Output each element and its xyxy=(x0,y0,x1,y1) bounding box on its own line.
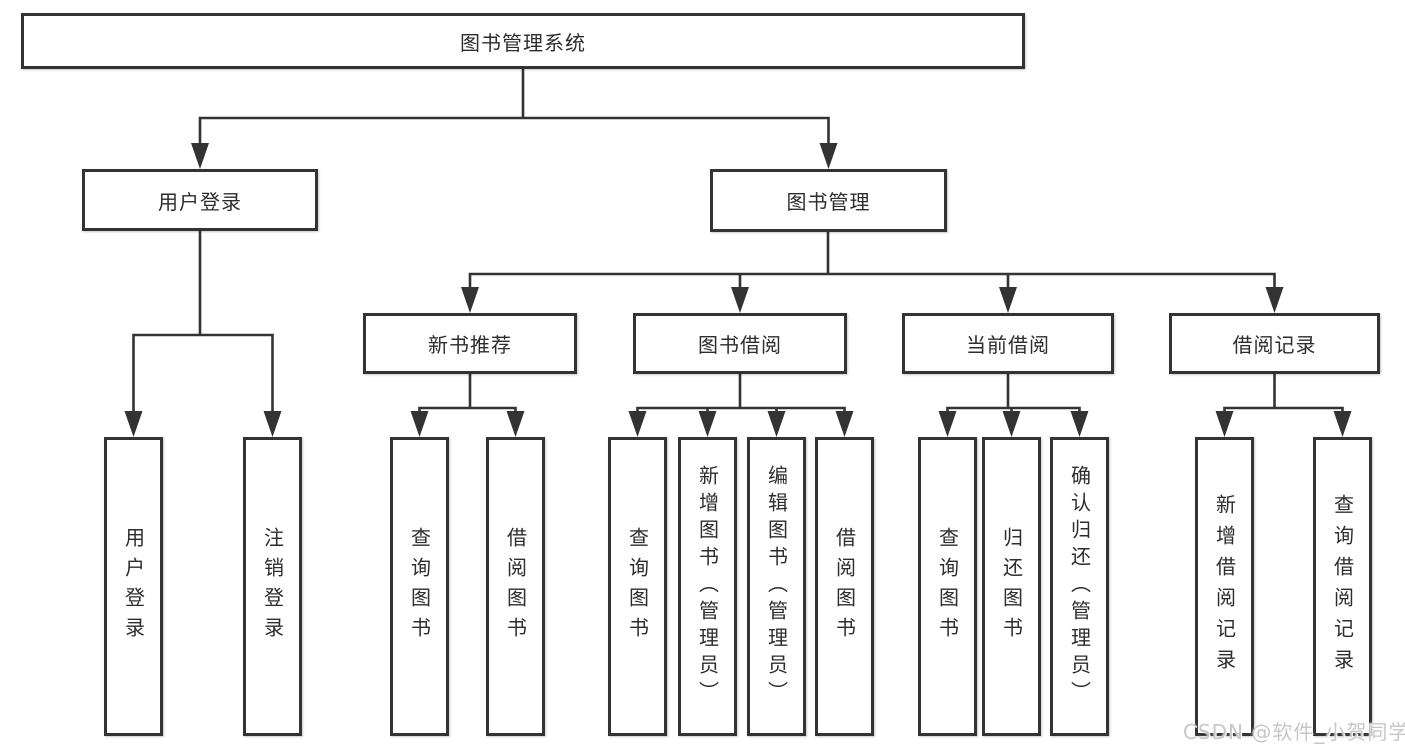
edge-currentborrow-children xyxy=(946,374,1081,413)
node-label: 借阅记录 xyxy=(1232,333,1317,357)
leaf-confirm-return-admin: 确认归还（管理员） xyxy=(1050,437,1109,736)
leaf-user-login: 用户登录 xyxy=(104,437,163,736)
edge-newbook-children xyxy=(418,374,517,413)
node-label: 归还图书 xyxy=(999,526,1024,647)
node-label: 注销登录 xyxy=(260,526,285,647)
leaf-borrow-books: 借阅图书 xyxy=(815,437,874,736)
edge-bookmgmt-children xyxy=(468,232,1276,289)
node-current-borrowing: 当前借阅 xyxy=(902,313,1114,374)
node-label: 编辑图书（管理员） xyxy=(764,465,789,708)
leaf-borrow-books-recommend: 借阅图书 xyxy=(486,437,545,736)
node-label: 图书借阅 xyxy=(698,333,782,357)
node-book-management: 图书管理 xyxy=(710,169,947,232)
edge-bookborrow-children xyxy=(636,374,846,413)
leaf-query-books-current: 查询图书 xyxy=(918,437,977,736)
node-label: 查询图书 xyxy=(935,526,960,647)
node-label: 图书管理系统 xyxy=(460,30,586,55)
node-label: 借阅图书 xyxy=(503,526,528,647)
node-borrowing-records: 借阅记录 xyxy=(1169,313,1380,374)
edge-userlogin-children xyxy=(132,231,274,413)
node-new-book-recommend: 新书推荐 xyxy=(363,313,577,374)
node-library-management-system: 图书管理系统 xyxy=(21,13,1025,69)
node-user-login: 用户登录 xyxy=(82,169,318,231)
node-label: 当前借阅 xyxy=(966,333,1050,357)
leaf-query-borrow-record: 查询借阅记录 xyxy=(1313,437,1372,736)
leaf-logout: 注销登录 xyxy=(243,437,302,736)
leaf-edit-books-admin: 编辑图书（管理员） xyxy=(747,437,806,736)
node-label: 用户登录 xyxy=(158,189,242,214)
node-label: 图书管理 xyxy=(786,190,871,214)
node-label: 确认归还（管理员） xyxy=(1067,465,1092,708)
leaf-add-books-admin: 新增图书（管理员） xyxy=(678,437,737,736)
node-label: 借阅图书 xyxy=(832,526,857,647)
arrowheads xyxy=(124,143,1352,437)
edge-records-children xyxy=(1223,374,1344,413)
node-label: 新增借阅记录 xyxy=(1212,493,1237,680)
node-label: 查询借阅记录 xyxy=(1330,493,1355,680)
node-label: 查询图书 xyxy=(625,526,650,647)
node-book-borrowing: 图书借阅 xyxy=(633,313,847,374)
node-label: 用户登录 xyxy=(121,526,146,647)
csdn-watermark: CSDN @软件_小贺同学 xyxy=(1183,720,1405,744)
leaf-query-books-recommend: 查询图书 xyxy=(390,437,449,736)
node-label: 新书推荐 xyxy=(428,333,512,357)
node-label: 新增图书（管理员） xyxy=(695,465,720,708)
leaf-add-borrow-record: 新增借阅记录 xyxy=(1195,437,1254,736)
edge-root-to-level2 xyxy=(198,69,830,145)
leaf-query-books-borrow: 查询图书 xyxy=(608,437,667,736)
leaf-return-books: 归还图书 xyxy=(982,437,1041,736)
node-label: 查询图书 xyxy=(407,526,432,647)
